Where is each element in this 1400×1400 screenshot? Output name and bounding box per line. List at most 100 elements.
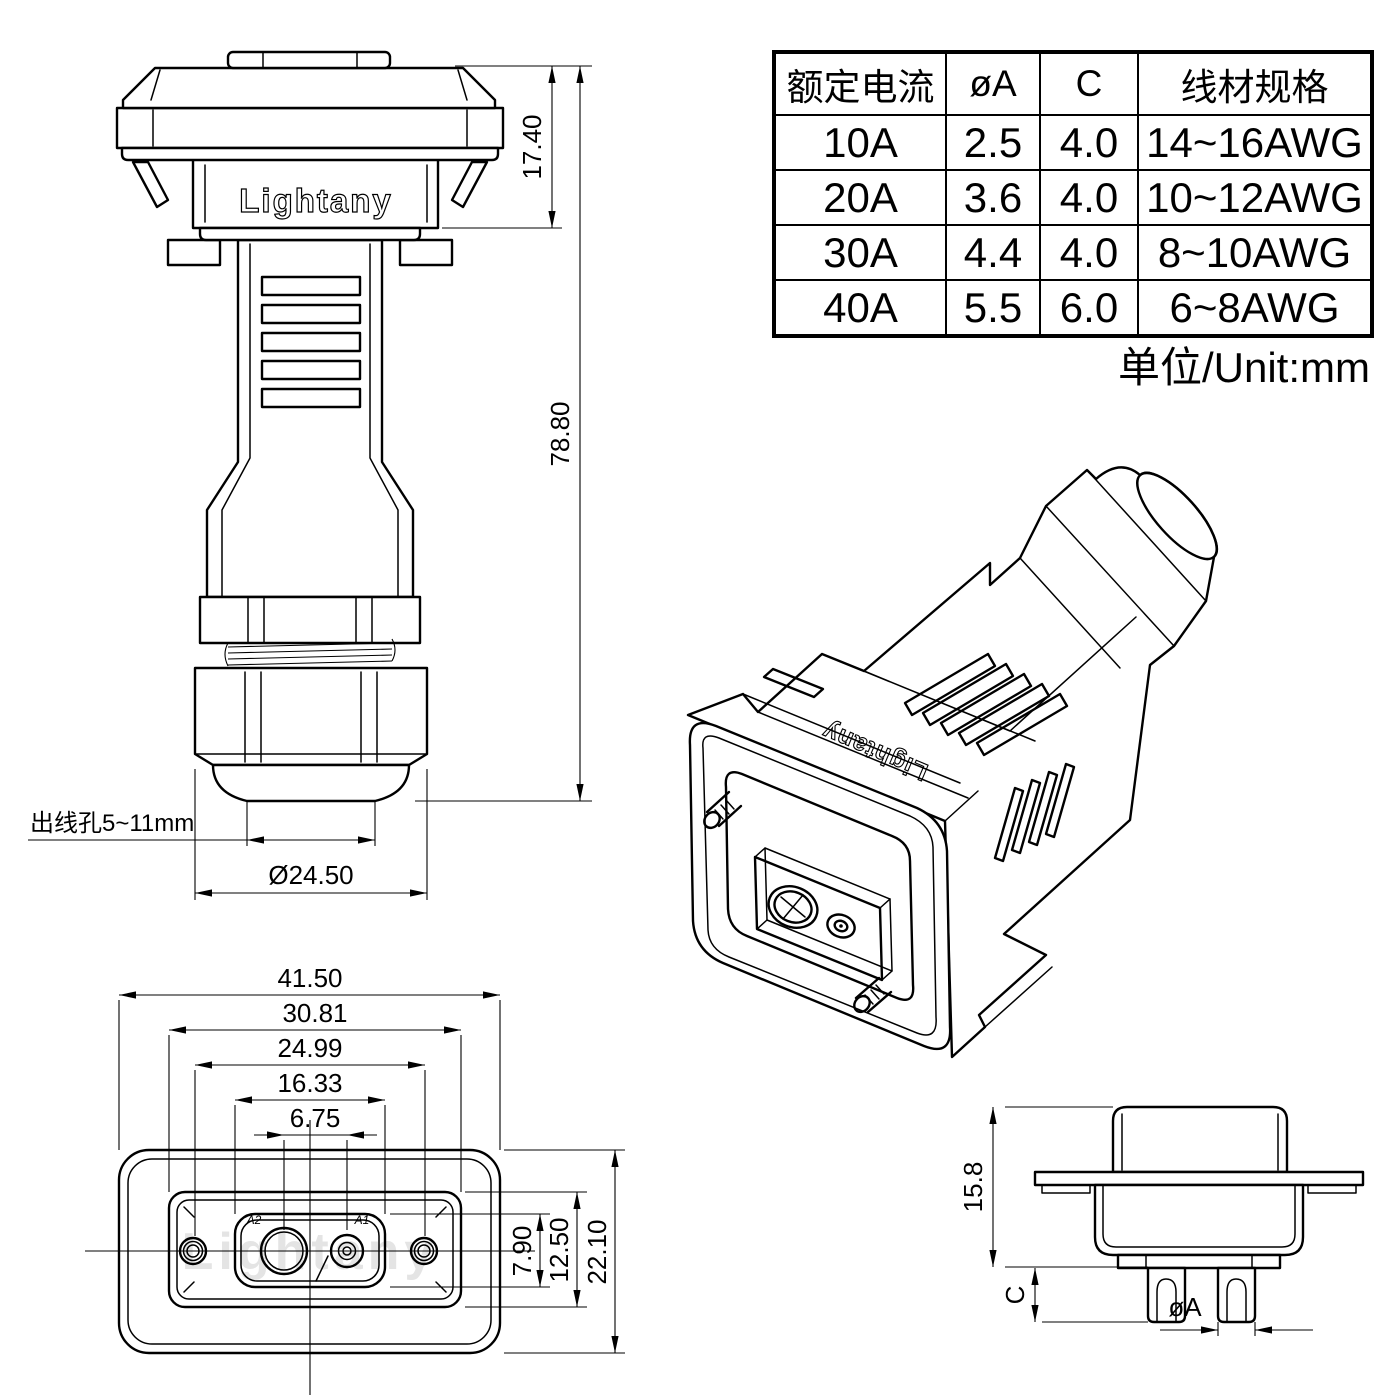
- flange-band: [115, 106, 505, 150]
- iso-insert-block: [753, 847, 893, 982]
- cell: 20A: [773, 169, 947, 226]
- svg-text:12.50: 12.50: [544, 1217, 574, 1282]
- dim-22-10: 22.10: [504, 1149, 625, 1354]
- face-insert-outline: [233, 1212, 387, 1289]
- spec-table-header-row: 额定电流 øA C 线材规格: [773, 51, 1373, 116]
- svg-text:Ø24.50: Ø24.50: [268, 860, 353, 890]
- spec-table: 额定电流 øA C 线材规格 10A 2.5 4.0 14~16AWG 20A …: [772, 50, 1374, 338]
- cell: 14~16AWG: [1137, 114, 1373, 171]
- svg-text:22.10: 22.10: [582, 1219, 612, 1284]
- body-bottom-lip: [198, 226, 422, 242]
- right-latch-wing: [450, 160, 489, 209]
- col-header-c: C: [1039, 51, 1139, 116]
- shell-body: [191, 156, 440, 230]
- gland-dome: [211, 763, 411, 803]
- unit-note: 单位/Unit:mm: [1117, 344, 1370, 391]
- svg-text:øA: øA: [1168, 1292, 1202, 1322]
- dim-78-80: 78.80: [415, 66, 592, 802]
- gland-lower-hex: [193, 666, 429, 767]
- svg-text:78.80: 78.80: [545, 401, 575, 466]
- svg-text:16.33: 16.33: [277, 1068, 342, 1098]
- cell: 10~12AWG: [1137, 169, 1373, 226]
- col-header-phi-a: øA: [945, 51, 1041, 116]
- col-header-rated-current: 额定电流: [773, 51, 947, 116]
- face-flange-outer: [117, 1148, 502, 1355]
- svg-text:C: C: [1000, 1286, 1030, 1305]
- table-row: 30A 4.4 4.0 8~10AWG: [773, 224, 1373, 281]
- svg-text:15.8: 15.8: [958, 1162, 988, 1213]
- dim-15-8: 15.8: [958, 1106, 1148, 1268]
- table-row: 40A 5.5 6.0 6~8AWG: [773, 279, 1373, 337]
- side-insert-step: [1116, 1253, 1282, 1270]
- iso-contact-a2: [767, 885, 819, 929]
- side-mounting-plate: [1033, 1170, 1365, 1187]
- dim-12-50: 12.50: [465, 1191, 587, 1308]
- cell: 40A: [773, 279, 947, 337]
- svg-text:41.50: 41.50: [277, 963, 342, 993]
- cell: 4.0: [1039, 224, 1139, 281]
- iso-top-ribs: [903, 652, 1069, 757]
- iso-recess-opening: [724, 770, 915, 1002]
- iso-jackscrew-top-left: [703, 790, 743, 830]
- dim-24-99: 24.99: [194, 1033, 426, 1236]
- dim-phi-a: øA: [1160, 1292, 1313, 1336]
- insert-side-view: 15.8 C øA: [958, 1105, 1365, 1336]
- dim-41-50: 41.50: [118, 963, 501, 1150]
- svg-text:7.90: 7.90: [507, 1226, 537, 1277]
- flange-lip: [120, 146, 500, 162]
- cell: 6.0: [1039, 279, 1139, 337]
- cell: 4.0: [1039, 169, 1139, 226]
- grip-ribs: [260, 275, 362, 409]
- contact-label-a2: A2: [246, 1213, 262, 1227]
- cell: 4.4: [945, 224, 1041, 281]
- iso-side-ribs: [993, 762, 1076, 863]
- cap: [121, 66, 497, 110]
- face-screw-hole-left: [178, 1236, 208, 1266]
- cell: 4.0: [1039, 114, 1139, 171]
- cable-hole-label: 出线孔5~11mm: [30, 810, 194, 837]
- brand-logo-front: Lightany: [239, 182, 393, 219]
- cell: 8~10AWG: [1137, 224, 1373, 281]
- dim-gland-diameter: Ø24.50: [194, 769, 428, 900]
- contact-label-a1: A1: [354, 1213, 370, 1227]
- face-contact-a1: [329, 1233, 365, 1269]
- table-row: 20A 3.6 4.0 10~12AWG: [773, 169, 1373, 226]
- iso-contact-a1: [826, 913, 856, 939]
- col-header-wire-gauge: 线材规格: [1137, 51, 1373, 116]
- table-row: 10A 2.5 4.0 14~16AWG: [773, 114, 1373, 171]
- cell: 6~8AWG: [1137, 279, 1373, 337]
- left-latch-wing: [131, 160, 170, 209]
- isometric-view: Lightany: [686, 466, 1218, 1059]
- mating-face-view: Lightany A2 A1: [85, 963, 625, 1395]
- cell: 30A: [773, 224, 947, 281]
- dim-c: C: [1000, 1268, 1148, 1323]
- cell: 2.5: [945, 114, 1041, 171]
- iso-jackscrew-bottom-right: [853, 976, 893, 1014]
- dim-cable-hole: 出线孔5~11mm: [28, 801, 376, 846]
- dim-17-40: 17.40: [442, 65, 592, 229]
- right-foot: [398, 238, 454, 267]
- left-foot: [166, 238, 222, 267]
- svg-text:6.75: 6.75: [290, 1103, 341, 1133]
- top-tab: [226, 50, 392, 70]
- face-recess-outer: [167, 1190, 463, 1309]
- side-solder-cup-right: [1216, 1266, 1257, 1324]
- front-elevation-view: Lightany 17.40 78.80 出线孔5~11mm: [28, 50, 592, 900]
- svg-text:17.40: 17.40: [517, 114, 547, 179]
- dim-6-75: 6.75: [254, 1103, 377, 1230]
- dim-7-90: 7.90: [390, 1213, 550, 1288]
- side-solder-cup-left: [1146, 1266, 1187, 1324]
- gland-threads: [224, 638, 396, 667]
- svg-text:30.81: 30.81: [282, 998, 347, 1028]
- cell: 5.5: [945, 279, 1041, 337]
- face-screw-hole-right: [409, 1236, 439, 1266]
- side-shell: [1111, 1105, 1289, 1174]
- iso-gland-end-cap: [1136, 471, 1218, 561]
- iso-flange-top-tab: [762, 667, 825, 699]
- dim-30-81: 30.81: [168, 998, 462, 1192]
- cell: 3.6: [945, 169, 1041, 226]
- dim-16-33: 16.33: [234, 1068, 386, 1214]
- gland-hex-nut: [198, 595, 422, 645]
